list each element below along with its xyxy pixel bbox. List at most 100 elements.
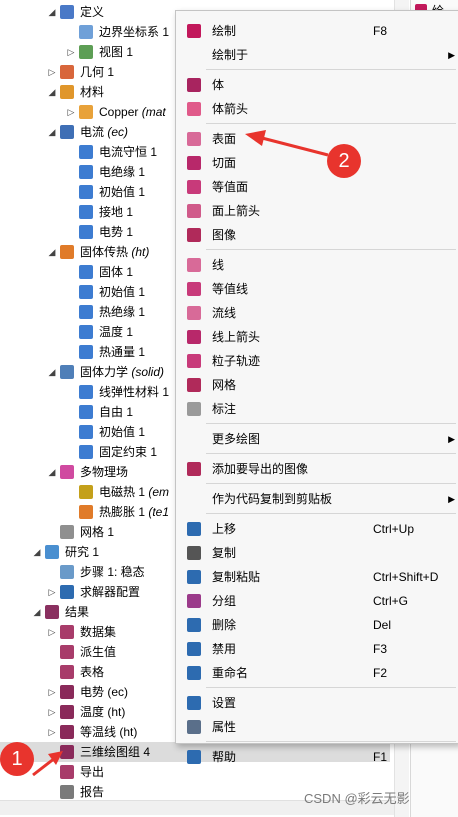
collapse-icon[interactable]: ◢ [48, 127, 56, 137]
tree-node[interactable]: ◢定义 [0, 2, 390, 22]
menu-item[interactable]: 等值线 [176, 277, 458, 301]
tree-node[interactable]: 热绝缘 1 [0, 302, 390, 322]
tree-node[interactable]: 热通量 1 [0, 342, 390, 362]
expand-icon[interactable]: ▷ [48, 67, 56, 77]
tree-node[interactable]: ▷几何 1 [0, 62, 390, 82]
tree-node[interactable]: ▷等温线 (ht) [0, 722, 390, 742]
menu-item[interactable]: 流线 [176, 301, 458, 325]
menu-separator [206, 453, 456, 454]
menu-item[interactable]: 设置 [176, 691, 458, 715]
expand-icon[interactable]: ▷ [48, 587, 56, 597]
tree-node[interactable]: ▷Copper (mat [0, 102, 390, 122]
expand-icon[interactable]: ▷ [48, 727, 56, 737]
menu-item[interactable]: 绘制于▶ [176, 43, 458, 67]
collapse-icon[interactable]: ◢ [33, 547, 41, 557]
menu-item[interactable]: 体 [176, 73, 458, 97]
tree-node[interactable]: 步骤 1: 稳态 [0, 562, 390, 582]
tree-node[interactable]: ◢研究 1 [0, 542, 390, 562]
menu-item[interactable]: 表面 [176, 127, 458, 151]
collapse-icon[interactable]: ◢ [48, 367, 56, 377]
surface-icon [187, 132, 201, 146]
menu-item[interactable]: 体箭头 [176, 97, 458, 121]
tree-node[interactable]: ◢固体传热 (ht) [0, 242, 390, 262]
expand-icon[interactable]: ▷ [67, 107, 75, 117]
tree-node[interactable]: 固定约束 1 [0, 442, 390, 462]
expand-icon[interactable]: ▷ [48, 687, 56, 697]
menu-item[interactable]: 作为代码复制到剪贴板▶ [176, 487, 458, 511]
menu-item[interactable]: 切面 [176, 151, 458, 175]
tree-node-label: 固定约束 1 [99, 445, 158, 459]
tree-node[interactable]: ▷数据集 [0, 622, 390, 642]
tree-node[interactable]: 导出 [0, 762, 390, 782]
copy-icon [187, 546, 201, 560]
tree-node-label: 电流 (ec) [80, 125, 129, 139]
properties-icon [187, 720, 201, 734]
tree-horizontal-scrollbar[interactable] [0, 800, 394, 815]
tree-node-label: 电势 1 [99, 225, 134, 239]
collapse-icon[interactable]: ◢ [48, 247, 56, 257]
tree-node[interactable]: 电绝缘 1 [0, 162, 390, 182]
tree-node[interactable]: 网格 1 [0, 522, 390, 542]
tree-node[interactable]: ▷温度 (ht) [0, 702, 390, 722]
tree-node[interactable]: 电流守恒 1 [0, 142, 390, 162]
tree-node[interactable]: 线弹性材料 1 [0, 382, 390, 402]
tree-node[interactable]: 热膨胀 1 (te1 [0, 502, 390, 522]
menu-item-label: 粒子轨迹 [212, 354, 261, 368]
tree-node[interactable]: 固体 1 [0, 262, 390, 282]
expand-icon[interactable]: ▷ [48, 627, 56, 637]
tree-node[interactable]: ◢固体力学 (solid) [0, 362, 390, 382]
collapse-icon[interactable]: ◢ [33, 607, 41, 617]
tree-node[interactable]: ◢多物理场 [0, 462, 390, 482]
menu-item[interactable]: 图像 [176, 223, 458, 247]
menu-item[interactable]: 更多绘图▶ [176, 427, 458, 451]
tree-node-label: 导出 [80, 765, 105, 779]
menu-item[interactable]: 线上箭头 [176, 325, 458, 349]
tree-node[interactable]: ◢ 电流 (ec) [0, 122, 390, 142]
tree-node[interactable]: 报告 [0, 782, 390, 802]
tree-node[interactable]: 初始值 1 [0, 422, 390, 442]
collapse-icon[interactable]: ◢ [48, 467, 56, 477]
tree-node[interactable]: 初始值 1 [0, 182, 390, 202]
arrow-volume-icon [187, 102, 201, 116]
menu-item[interactable]: 线 [176, 253, 458, 277]
menu-item[interactable]: 标注 [176, 397, 458, 421]
report-icon [60, 785, 74, 799]
tree-node[interactable]: 初始值 1 [0, 282, 390, 302]
tree-node[interactable]: ▷求解器配置 [0, 582, 390, 602]
expand-icon[interactable]: ▷ [67, 47, 75, 57]
menu-item[interactable]: 属性 [176, 715, 458, 739]
tree-node[interactable]: 温度 1 [0, 322, 390, 342]
collapse-icon[interactable]: ◢ [48, 7, 56, 17]
tree-node[interactable]: ◢材料 [0, 82, 390, 102]
tree-node[interactable]: 电势 1 [0, 222, 390, 242]
menu-item[interactable]: 添加要导出的图像 [176, 457, 458, 481]
tree-node[interactable]: 接地 1 [0, 202, 390, 222]
tree-node[interactable]: 自由 1 [0, 402, 390, 422]
menu-item-label: 添加要导出的图像 [212, 462, 309, 476]
tree-node[interactable]: 电磁热 1 (em [0, 482, 390, 502]
tree-node[interactable]: ▷视图 1 [0, 42, 390, 62]
tree-node[interactable]: 边界坐标系 1 [0, 22, 390, 42]
contour-icon [187, 282, 201, 296]
menu-item[interactable]: 网格 [176, 373, 458, 397]
menu-item-label: 流线 [212, 306, 237, 320]
tree-node[interactable]: 派生值 [0, 642, 390, 662]
tree-node[interactable]: 表格 [0, 662, 390, 682]
expand-icon[interactable]: ▷ [48, 707, 56, 717]
menu-item[interactable]: 面上箭头 [176, 199, 458, 223]
menu-item[interactable]: 等值面 [176, 175, 458, 199]
collapse-icon[interactable]: ◢ [48, 87, 56, 97]
menu-item[interactable]: 复制 [176, 541, 458, 565]
tree-node[interactable]: ◢结果 [0, 602, 390, 622]
tree-node[interactable]: ▷电势 (ec) [0, 682, 390, 702]
volume-icon [187, 78, 201, 92]
menu-item[interactable]: 粒子轨迹 [176, 349, 458, 373]
